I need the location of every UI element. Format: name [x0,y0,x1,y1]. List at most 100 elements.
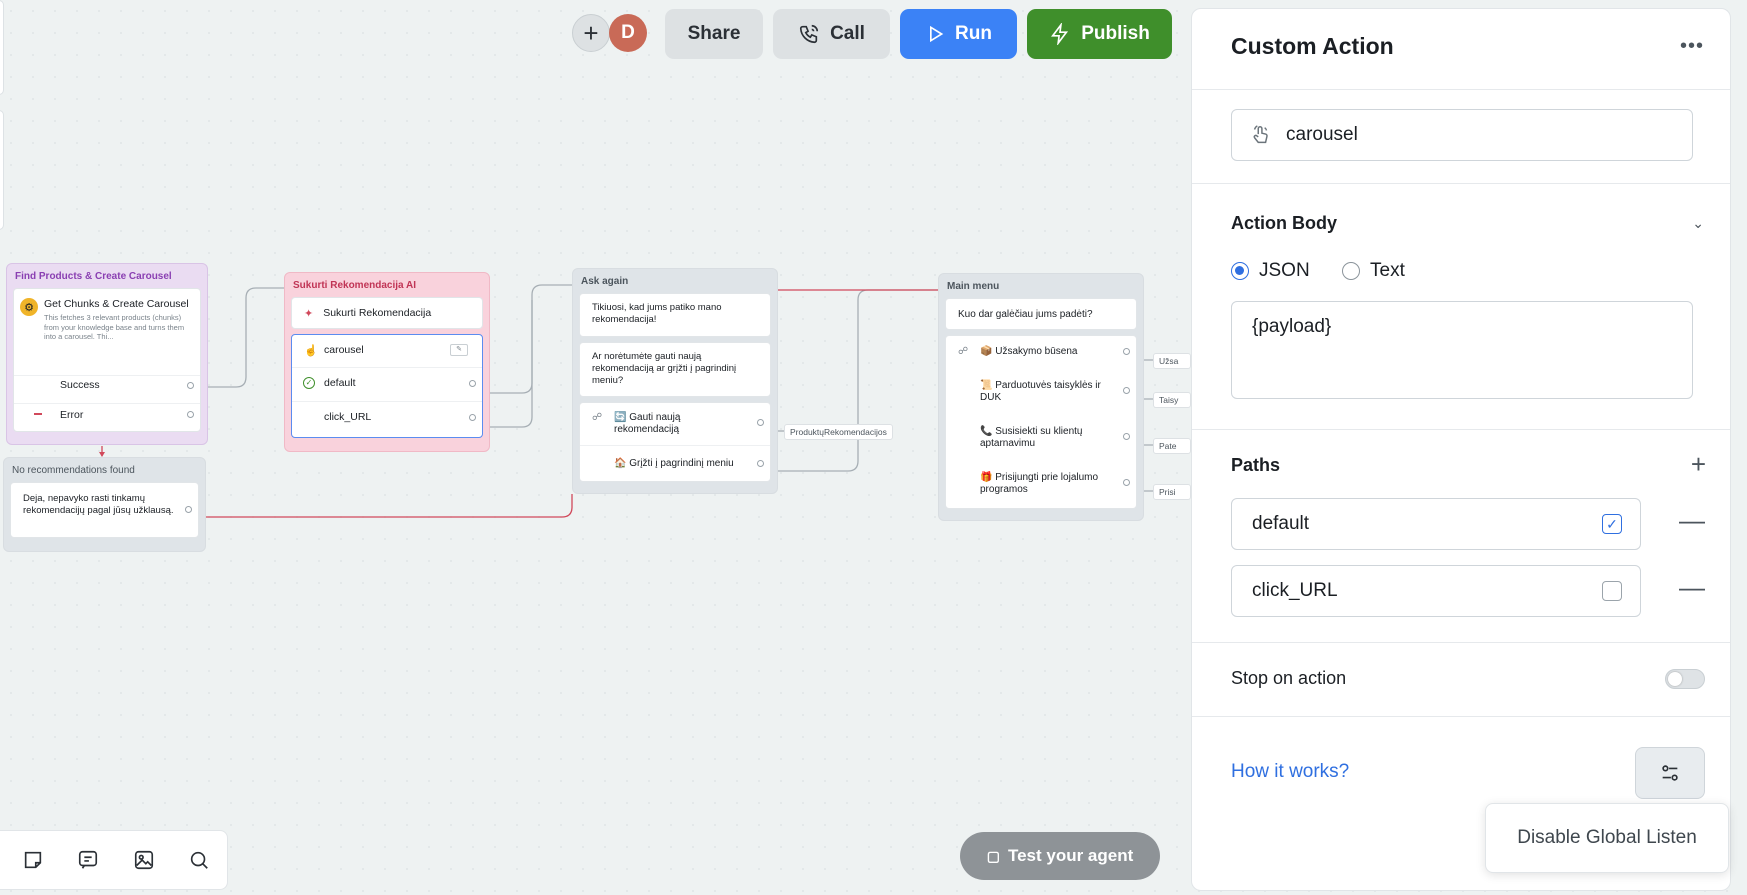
settings-button[interactable] [1635,747,1705,799]
node-card[interactable]: ⚙ Get Chunks & Create Carousel This fetc… [13,288,201,432]
wire-norecs-to-ask [190,494,573,518]
node-ask-again[interactable]: Ask again Tikiuosi, kad jums patiko mano… [572,268,778,494]
call-button[interactable]: Call [773,9,890,59]
intent-tag[interactable]: Pate [1153,438,1191,454]
path-name: default [1252,513,1310,534]
custom-action-panel: Custom Action ••• carousel Action Body ⌄… [1191,8,1731,891]
message-card[interactable]: Kuo dar galėčiau jums padėti? [945,298,1137,330]
sparkle-icon: ✦ [304,307,314,320]
action-name-value: carousel [1286,124,1358,145]
choice-2[interactable]: 🏠 Grįžti į pagrindinį meniu [614,458,734,469]
choice-icon: ☍ [592,412,603,423]
wire-clickurl-to-ask [478,300,533,428]
action-name-input[interactable]: carousel [1231,109,1693,161]
choice-1[interactable]: 📦 Užsakymo būsena [980,346,1078,357]
action-body-value: {payload} [1252,316,1332,337]
node-find-products[interactable]: Find Products & Create Carousel ⚙ Get Ch… [6,263,208,445]
message-icon[interactable] [77,849,99,871]
image-icon[interactable] [133,849,155,871]
step-get-chunks[interactable]: ⚙ Get Chunks & Create Carousel This fetc… [14,289,200,342]
port-success[interactable] [187,382,194,389]
port-error[interactable] [187,411,194,418]
error-dash-icon [34,413,42,415]
node-no-recommendations[interactable]: No recommendations found Deja, nepavyko … [3,457,206,552]
run-button[interactable]: Run [900,9,1017,59]
port-choice-2[interactable] [757,460,764,467]
node-sukurti[interactable]: Sukurti Rekomendacija AI ✦ Sukurti Rekom… [284,272,490,452]
step-label: Sukurti Rekomendacija [323,307,432,319]
step-sukurti[interactable]: ✦ Sukurti Rekomendacija [291,297,483,329]
message-text: Ar norėtumėte gauti naują rekomendaciją … [592,351,737,386]
add-collaborator-button[interactable]: + [572,14,610,52]
port-choice-3[interactable] [1123,433,1130,440]
choice-3[interactable]: 📞 Susisiekti su klientų aptarnavimu [980,426,1083,449]
port-out[interactable] [185,506,192,513]
chevron-down-icon[interactable]: ⌄ [1692,215,1704,231]
how-it-works-link[interactable]: How it works? [1231,761,1350,782]
message-card[interactable]: Deja, nepavyko rasti tinkamų rekomendaci… [10,482,199,538]
remove-path-default-button[interactable]: — [1679,505,1705,535]
path-checkbox-default[interactable]: ✓ [1602,514,1622,534]
port-choice-2[interactable] [1123,387,1130,394]
port-choice-1[interactable] [757,419,764,426]
choice-1[interactable]: 🔄 Gauti naują rekomendaciją [614,412,681,435]
radio-json[interactable]: JSON [1231,260,1310,282]
choice-2[interactable]: 📜 Parduotuvės taisyklės ir DUK [980,380,1101,403]
choice-icon: ☍ [958,346,969,357]
step-carousel[interactable]: ☝ carousel ✎ ✓ default click_URL [291,334,483,438]
radio-text[interactable]: Text [1342,260,1405,282]
path-default: default [324,377,356,389]
intent-tag[interactable]: Prisi [1153,484,1191,500]
remove-path-click-url-button[interactable]: — [1679,572,1705,602]
more-options-icon[interactable]: ••• [1679,35,1704,57]
radio-json-button[interactable] [1231,262,1249,280]
path-row-click-url[interactable]: click_URL [1231,565,1641,617]
add-path-button[interactable]: + [1690,449,1706,479]
phone-icon [799,24,819,44]
port-choice-4[interactable] [1123,479,1130,486]
path-success: Success [60,379,100,391]
port-choice-1[interactable] [1123,348,1130,355]
node-title: Sukurti Rekomendacija AI [293,280,416,291]
message-card[interactable]: Ar norėtumėte gauti naują rekomendaciją … [579,342,771,397]
choice-card[interactable]: ☍ 🔄 Gauti naują rekomendaciją 🏠 Grįžti į… [579,402,771,482]
ai-icon: ⚙ [20,298,38,316]
path-row-default[interactable]: default ✓ [1231,498,1641,550]
path-error: Error [60,409,84,421]
port-click-url[interactable] [469,414,476,421]
custom-action-icon: ☝ [304,345,318,357]
broken-image-icon: ▢ [986,847,1000,864]
check-circle-icon: ✓ [303,377,315,389]
choice-4[interactable]: 🎁 Prisijungti prie lojalumo programos [980,472,1099,495]
radio-text-button[interactable] [1342,262,1360,280]
path-click-url: click_URL [324,411,372,423]
path-name: click_URL [1252,580,1338,601]
note-icon[interactable] [22,849,44,871]
action-body-textarea[interactable]: {payload} [1231,301,1693,399]
disable-global-listen-tooltip[interactable]: Disable Global Listen [1485,803,1729,873]
share-button[interactable]: Share [665,9,763,59]
test-agent-button[interactable]: ▢ Test your agent [960,832,1160,880]
lightning-icon [1051,23,1069,45]
step-description: This fetches 3 relevant products (chunks… [44,313,185,341]
path-checkbox-click-url[interactable] [1602,581,1622,601]
custom-action-icon [1253,125,1268,144]
intent-tag[interactable]: ProduktųRekomendacijos [784,424,893,440]
node-main-menu[interactable]: Main menu Kuo dar galėčiau jums padėti? … [938,273,1144,521]
sliders-icon [1662,765,1678,781]
choice-card[interactable]: ☍ 📦 Užsakymo būsena 📜 Parduotuvės taisyk… [945,335,1137,509]
port-default[interactable] [469,380,476,387]
intent-tag[interactable]: Užsa [1153,353,1191,369]
message-card[interactable]: Tikiuosi, kad jums patiko mano rekomenda… [579,293,771,337]
node-title: Find Products & Create Carousel [15,271,172,282]
wire-choice2-to-main [768,289,938,472]
action-body-heading: Action Body [1231,213,1337,233]
stop-on-action-toggle[interactable] [1665,669,1705,689]
edit-icon[interactable]: ✎ [450,344,468,356]
publish-button[interactable]: Publish [1027,9,1172,59]
intent-tag[interactable]: Taisy [1153,392,1191,408]
search-icon[interactable] [188,849,210,871]
paths-heading: Paths [1231,455,1281,475]
avatar[interactable]: D [609,14,647,52]
node-title: Ask again [581,276,629,287]
